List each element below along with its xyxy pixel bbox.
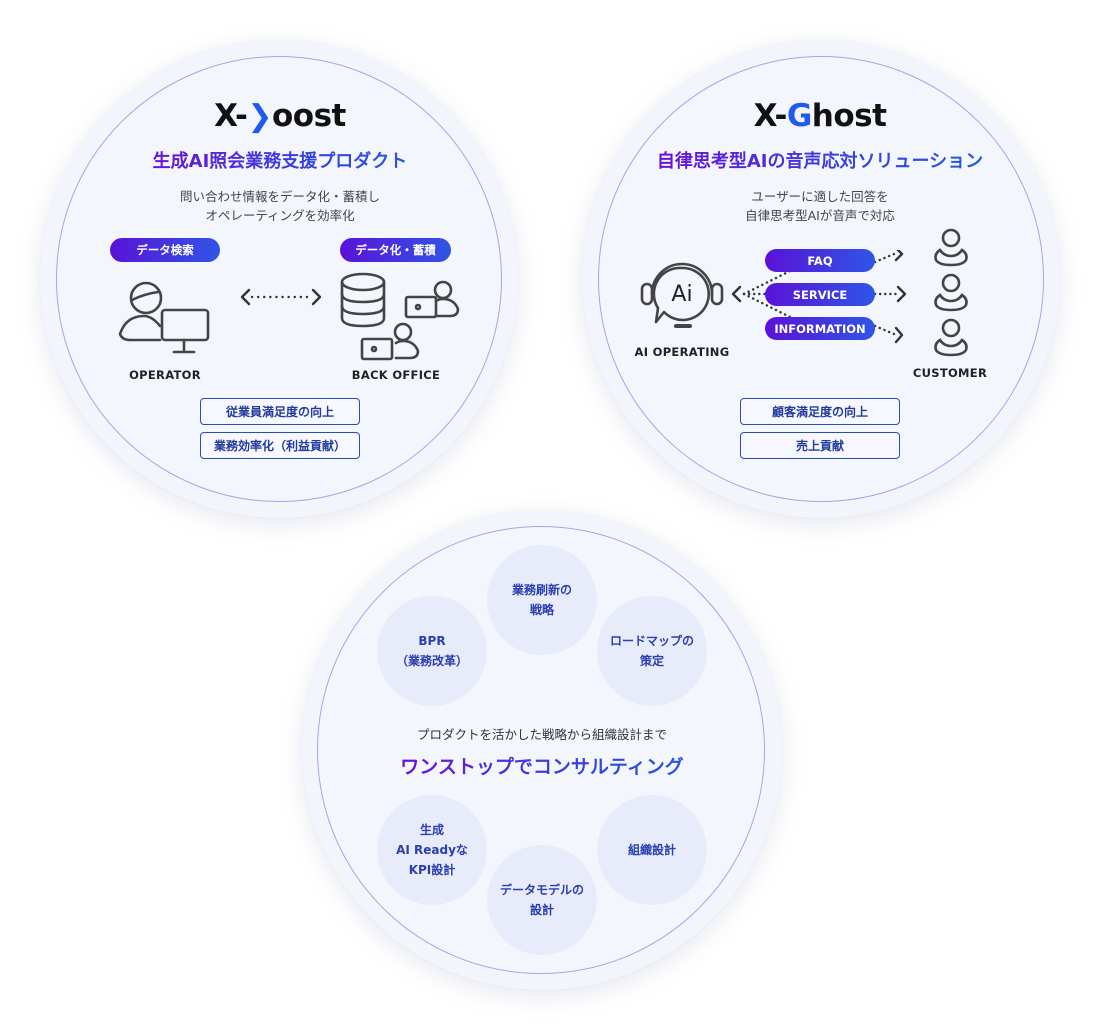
xghost-logo-ghost-icon: G [786,98,812,134]
bubble-ai-ready-kpi: 生成 AI Readyな KPI設計 [377,795,487,905]
xboost-headline: 生成AI照会業務支援プロダクト [153,147,408,173]
channel-faq: FAQ [765,249,875,272]
customer-label: CUSTOMER [912,366,988,380]
xboost-logo: X-❯oost [214,98,346,134]
channel-information: INFORMATION [765,317,875,340]
xboost-benefit-employee-satisfaction: 従業員満足度の向上 [200,398,360,425]
xboost-benefit-efficiency: 業務効率化（利益貢献） [200,432,360,459]
xghost-benefit-customer-satisfaction: 顧客満足度の向上 [740,398,900,425]
customer-person-icon [932,273,970,313]
xghost-benefit-sales: 売上貢献 [740,432,900,459]
xboost-panel-ring [56,56,502,502]
bubble-org-design: 組織設計 [597,795,707,905]
customer-person-icon [932,228,970,268]
back-office-label: BACK OFFICE [351,368,441,382]
xghost-panel-ring [598,56,1044,502]
bubble-roadmap: ロードマップの 策定 [597,596,707,706]
operator-at-monitor-icon [116,278,216,358]
consulting-headline: ワンストップでコンサルティング [400,752,683,779]
xboost-logo-chevron-icon: ❯ [247,98,273,134]
bubble-business-strategy: 業務刷新の 戦略 [487,545,597,655]
ai-operating-label: AI OPERATING [634,345,730,359]
xboost-description: 問い合わせ情報をデータ化・蓄積し オペレーティングを効率化 [179,189,381,223]
ai-icon-text: Ai [671,282,693,307]
channel-service: SERVICE [765,283,875,306]
operator-label: OPERATOR [129,368,201,382]
pill-data-search: データ検索 [110,238,220,262]
bidirectional-dotted-arrow-icon [240,287,322,307]
bubble-data-model: データモデルの 設計 [487,845,597,955]
ai-headset-chat-bubble-icon: Ai [636,260,728,332]
xghost-description: ユーザーに適した回答を 自律思考型AIが音声で対応 [745,189,895,223]
bubble-bpr: BPR （業務改革） [377,596,487,706]
customer-person-icon [932,318,970,358]
consulting-subtitle: プロダクトを活かした戦略から組織設計まで [416,727,668,742]
xghost-headline: 自律思考型AIの音声応対ソリューション [657,147,983,173]
pill-data-storage: データ化・蓄積 [340,238,451,262]
database-with-back-office-workers-icon [338,270,464,366]
